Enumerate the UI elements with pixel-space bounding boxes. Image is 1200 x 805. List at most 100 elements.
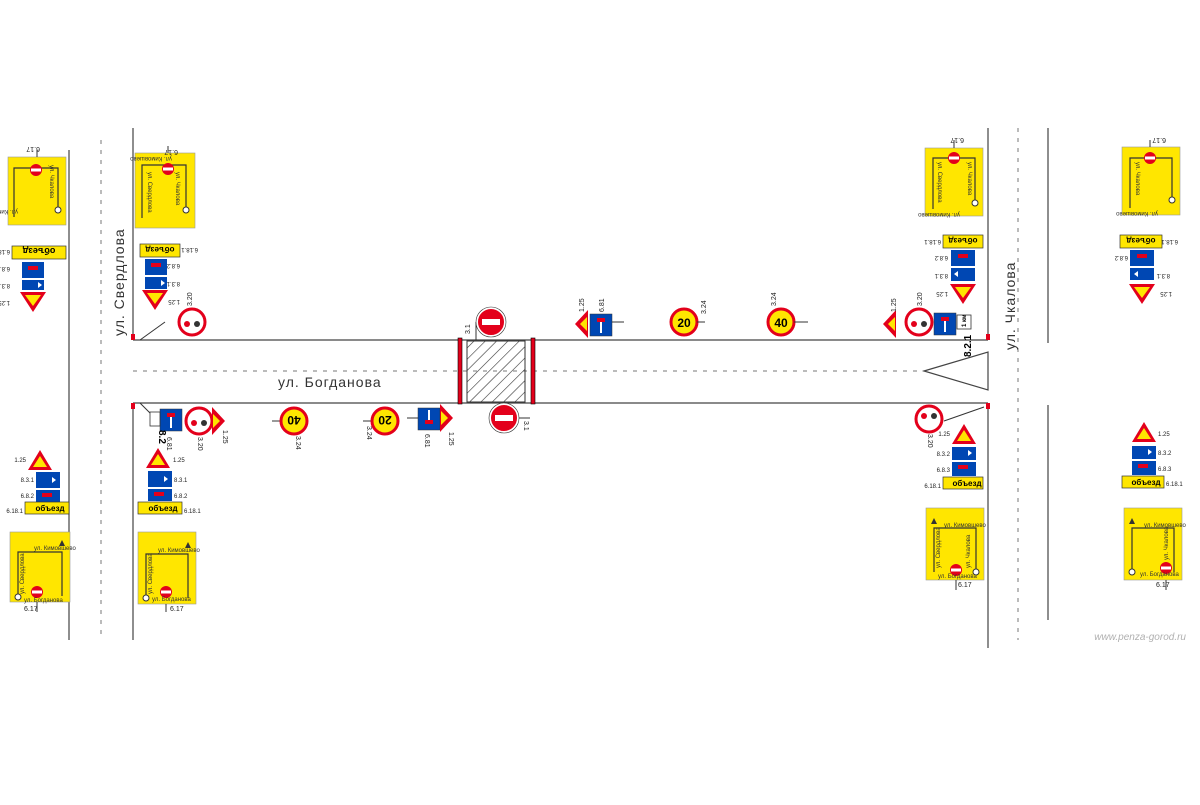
street-label-sverdlova: ул. Свердлова [111,228,127,336]
road-lines [68,128,1049,648]
speed-value: 40 [774,316,788,330]
sign-code: 6.18.1 [184,509,201,515]
road-center-dashes [100,128,1019,640]
ped-signal-icon [914,404,985,434]
detour-label: объезд [148,504,177,513]
sign-code: 1.25 [447,432,454,446]
speed-limit-20-icon: 20 [363,406,400,436]
map-street: ул. Чкалова [966,162,972,196]
sign-code: 6.81 [599,298,606,312]
map-street: ул. Богданова [152,597,192,603]
speed-value: 40 [287,413,301,427]
sign-code: 8.3.1 [1156,272,1170,278]
sign-code: 6.81 [423,434,430,448]
sign-code: 6.17 [164,148,178,155]
sign-code: 6.18.1 [181,246,198,252]
sign-code: 3.24 [701,300,708,314]
sign-code: 6.17 [1156,582,1170,589]
detour-label: объезд [952,479,981,488]
map-street: ул. Свердлова [936,162,942,203]
sign-code: 1.25 [1158,432,1170,438]
map-board-top-left [7,150,67,226]
top-right-near-stack: объезд [942,234,984,304]
map-board-bottom-right-far [1123,507,1183,590]
speed-limit-40-icon: 40 [272,406,309,436]
sign-code: 6.17 [958,582,972,589]
map-street: ул. Кимовшево [0,208,18,214]
sign-code: 3.24 [365,426,372,440]
bottom-left-far-signs: объезд [24,450,70,515]
speed-limit-20-icon: 20 [669,307,705,337]
speed-limit-40-icon: 40 [766,307,808,337]
no-entry-icon [475,306,507,340]
detour-label: объезд [1126,236,1155,245]
sign-code: 1.25 [221,430,228,444]
sign-code: 1.25 [173,458,185,464]
roadworks-sign-icon [883,307,972,338]
bottom-right-near-stack: объезд [942,424,984,490]
sign-code: 6.17 [1152,136,1166,143]
sign-code: 8.3.1 [166,280,180,286]
map-street: ул. Богданова [1140,572,1180,578]
sign-code: 1.25 [936,290,948,296]
detour-label: объезд [145,245,174,254]
barriers [131,334,990,409]
sign-code: 1.25 [938,432,950,438]
sign-code: 6.18.1 [924,484,941,490]
map-street: ул. Кимовшево [1116,210,1158,216]
sign-code: 3.24 [294,436,301,450]
sign-code: 3.1 [522,421,529,431]
detour-label: объезд [22,246,55,256]
map-street: ул. Богданова [24,598,64,604]
sign-code: 8.3.1 [174,478,188,484]
direction-arrow [921,351,989,391]
map-street: ул. Чкалова [1164,526,1170,560]
sign-code: 1.25 [1160,290,1172,296]
sign-code: 1.25 [579,298,586,312]
map-street: ул. Кимовшево [130,155,172,161]
map-street: ул. Свердлова [936,527,942,568]
map-street: ул. Кимовшево [944,523,986,529]
sign-code: 6.8.2 [174,494,188,500]
sign-code: 1 км [962,314,968,327]
sign-code: 8.3.1 [0,282,10,288]
map-street: ул. Кимовшево [158,548,200,554]
bottom-left-near-stack: объезд [137,448,183,515]
sign-code: 6.17 [24,606,38,613]
map-board-top-left-near [134,146,196,229]
watermark: www.penza-gorod.ru [1094,632,1186,643]
map-street: ул. Чкалова [48,165,54,199]
sign-code: 3.20 [917,292,924,306]
sign-code: 6.17 [950,136,964,143]
map-street: ул. Чкалова [966,534,972,568]
sign-code: 1.25 [891,298,898,312]
map-street: ул. Чкалова [174,172,180,206]
map-street: ул. Кимовшево [34,546,76,552]
map-street: ул. Чкалова [1134,162,1140,196]
sign-code: 6.18.1 [6,509,23,515]
roadworks-sign-icon [407,404,453,432]
sign-code: 6.18.1 [0,248,10,254]
map-board-top-right-far [1121,140,1181,216]
map-street: ул. Свердлова [146,172,152,213]
map-street: ул. Кимовшево [918,211,960,217]
map-board-top-right-near [924,140,984,217]
roadworks-sign-icon [575,310,624,338]
sign-code: 1.25 [168,298,180,304]
sign-code: 6.17 [26,145,40,152]
map-street: ул. Кимовшево [1144,523,1186,529]
sign-code: 6.8.2 [21,494,35,500]
street-label-bogdanova: ул. Богданова [278,374,382,390]
speed-value: 20 [677,316,691,330]
detour-label: объезд [948,236,977,245]
sign-code-large: 8.2 [156,430,167,444]
roadworks-zone [466,340,526,403]
bottom-left-road-signs [139,402,225,436]
sign-code: 6.18.1 [924,238,941,244]
sign-code: 6.8.2 [1114,254,1128,260]
street-label-chkalova: ул. Чкалова [1002,262,1018,350]
sign-code: 6.18.1 [1161,238,1178,244]
top-right-far-stack: объезд [1119,234,1163,304]
